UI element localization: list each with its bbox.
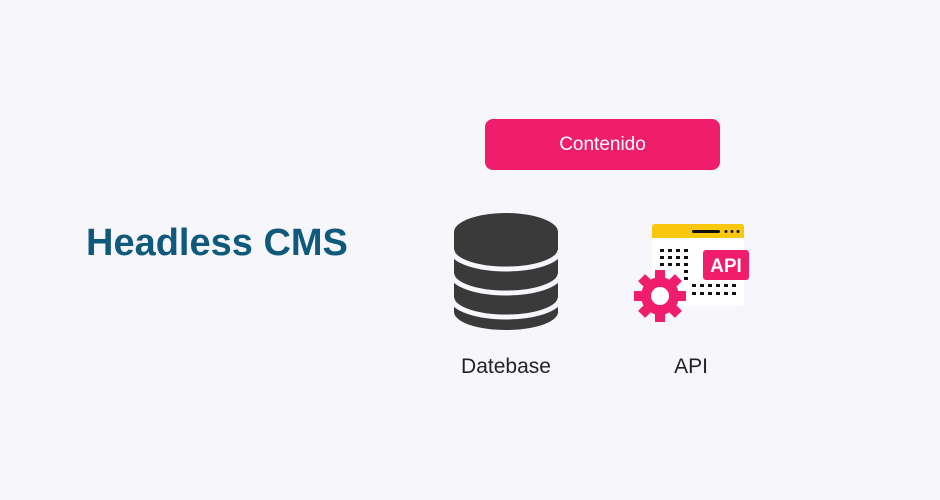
contenido-button[interactable]: Contenido	[485, 119, 720, 170]
page-title: Headless CMS	[86, 222, 348, 264]
database-label: Datebase	[461, 355, 551, 378]
api-badge: API	[710, 256, 742, 277]
api-icon: API	[634, 224, 749, 322]
database-icon	[450, 213, 562, 330]
api-label: API	[674, 355, 708, 378]
